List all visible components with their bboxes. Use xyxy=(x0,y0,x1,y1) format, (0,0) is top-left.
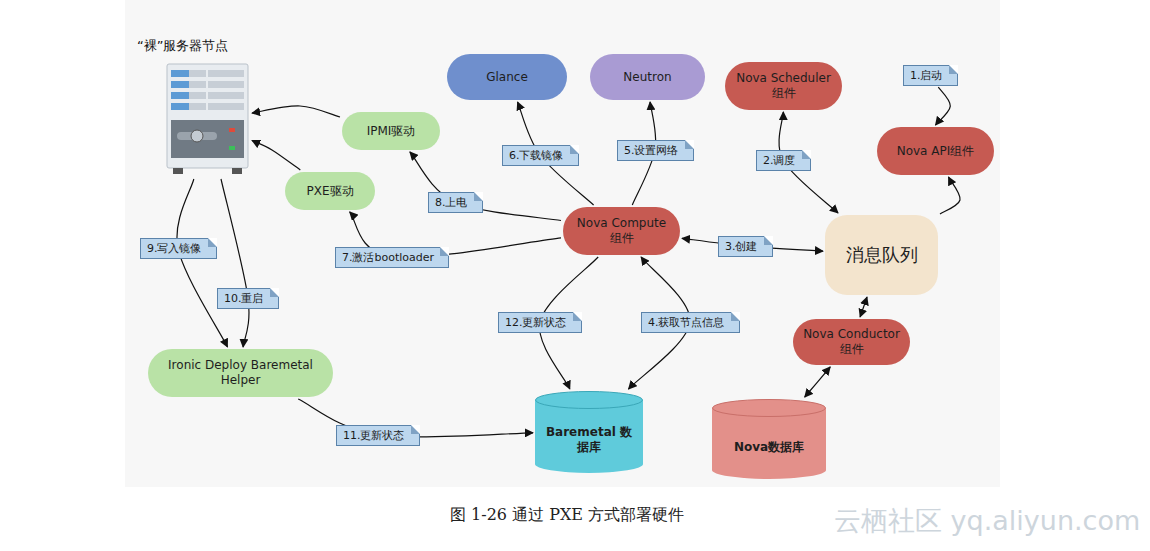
server-illustration xyxy=(165,62,250,177)
node-label: Nova Scheduler组件 xyxy=(735,71,832,101)
component-box: 消息队列 xyxy=(825,215,938,295)
node-label: 消息队列 xyxy=(846,244,918,267)
server-node: “裸”服务器节点 xyxy=(165,62,250,177)
database-cylinder: Baremetal 数据库 xyxy=(535,391,643,473)
step-note: 11.更新状态 xyxy=(336,425,420,446)
start-arrow xyxy=(936,87,951,125)
step-note: 5.设置网络 xyxy=(617,140,694,161)
node-label: Neutron xyxy=(623,70,671,85)
connector xyxy=(177,179,228,347)
node-heading: “裸”服务器节点 xyxy=(137,38,228,54)
node-label: Nova API组件 xyxy=(897,144,975,159)
connector xyxy=(860,297,867,317)
component-box: IPMI驱动 xyxy=(342,112,440,150)
step-note: 12.更新状态 xyxy=(498,312,582,333)
step-note: 2.调度 xyxy=(756,150,811,171)
node-label: Ironic Deploy Baremetal Helper xyxy=(158,358,323,388)
step-note: 8.上电 xyxy=(428,192,483,213)
component-box: Neutron xyxy=(590,54,705,100)
node-label: Nova数据库 xyxy=(734,440,804,455)
node-label: Nova Compute组件 xyxy=(573,216,670,246)
component-box: Nova Compute组件 xyxy=(563,207,680,255)
node-label: Glance xyxy=(486,70,528,85)
connector xyxy=(805,367,831,397)
node-label: IPMI驱动 xyxy=(367,124,416,139)
connector xyxy=(940,177,960,214)
connector xyxy=(252,141,300,171)
component-box: Nova Scheduler组件 xyxy=(725,62,842,110)
figure-caption: 图 1-26 通过 PXE 方式部署硬件 xyxy=(450,505,684,526)
node-label: PXE驱动 xyxy=(306,184,353,199)
component-box: PXE驱动 xyxy=(285,172,375,210)
watermark: 云栖社区 yq.aliyun.com xyxy=(834,503,1140,539)
step-note: 4.获取节点信息 xyxy=(641,312,740,333)
database-cylinder: Nova数据库 xyxy=(712,399,826,479)
step-note: 6.下载镜像 xyxy=(502,145,579,166)
step-note: 7.激活bootloader xyxy=(335,247,449,268)
step-note: 9.写入镜像 xyxy=(140,238,217,259)
cylinder-outline xyxy=(712,399,826,479)
node-label: Nova Conductor组件 xyxy=(803,327,900,357)
component-box: Ironic Deploy Baremetal Helper xyxy=(148,349,333,397)
component-box: Nova API组件 xyxy=(877,127,994,175)
step-note: 3.创建 xyxy=(718,236,773,257)
connector xyxy=(221,179,249,347)
connector xyxy=(252,106,340,117)
step-note: 1.启动 xyxy=(903,65,958,86)
node-label: Baremetal 数据库 xyxy=(545,425,633,455)
component-box: Nova Conductor组件 xyxy=(793,319,910,365)
component-box: Glance xyxy=(447,54,567,100)
panel xyxy=(125,0,1000,487)
step-note: 10.重启 xyxy=(217,288,279,309)
